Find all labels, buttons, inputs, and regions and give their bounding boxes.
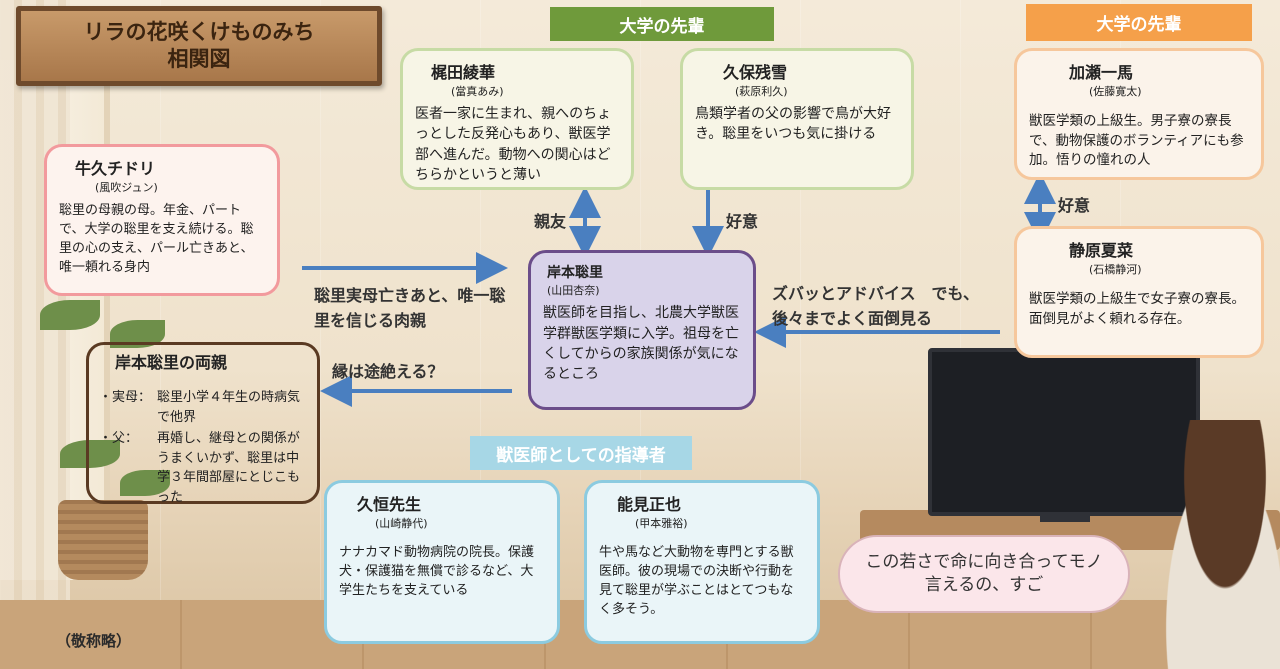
card-ushiku: 牛久チドリ (風吹ジュン) 聡里の母親の母。年金、パートで、大学の聡里を支え続け… [44, 144, 280, 296]
title-line2: 相関図 [167, 47, 231, 71]
card-parents: 岸本聡里の両親 ・実母： 聡里小学４年生の時病気で他界 ・父： 再婚し、継母との… [86, 342, 320, 507]
plant-leaf [60, 440, 120, 468]
card-desc: 獣医学類の上級生で女子寮の寮長。面倒見がよく頼れる存在。 [1029, 291, 1245, 327]
label-shizuhara-rel: ズバッとアドバイス でも、後々までよく面倒見る [772, 284, 980, 328]
parents-mother-row: ・実母： 聡里小学４年生の時病気で他界 [99, 388, 307, 427]
plant-pot [58, 500, 148, 580]
card-name: 加瀬一馬 [1069, 63, 1134, 82]
label-koui-kubo: 好意 [726, 212, 759, 231]
card-nomi: 能見正也 (甲本雅裕) 牛や馬など大動物を専門とする獣医師。彼の現場での決断や行… [584, 480, 820, 644]
card-actor: (山崎静代) [375, 517, 428, 531]
label-shinyu: 親友 [534, 212, 567, 231]
card-actor: (萩原利久) [735, 85, 788, 99]
card-actor: (當真あみ) [451, 85, 504, 99]
parents-father-desc: 再婚し、継母との関係がうまくいかず、聡里は中学３年間部屋にとじこもった [157, 431, 301, 505]
tv-base [1040, 514, 1090, 522]
card-kajita: 梶田綾華 (當真あみ) 医者一家に生まれ、親へのちょっとした反発心もあり、獣医学… [400, 48, 634, 190]
card-desc: 聡里の母親の母。年金、パートで、大学の聡里を支え続ける。聡里の心の支え、パール亡… [59, 203, 254, 275]
tag-mentor: 獣医師としての指導者 [470, 436, 692, 470]
card-actor: (甲本雅裕) [635, 517, 688, 531]
plant-leaf [120, 470, 170, 496]
card-shizuhara: 静原夏菜 (石橋静河) 獣医学類の上級生で女子寮の寮長。面倒見がよく頼れる存在。 [1014, 226, 1264, 358]
card-name: 久保残雪 [723, 63, 788, 82]
card-desc: 獣医学類の上級生。男子寮の寮長で、動物保護のボランティアにも参加。悟りの憧れの人 [1029, 113, 1244, 169]
label-parents-rel: 縁は途絶える？ [332, 362, 444, 381]
card-center: 岸本聡里 (山田杏奈) 獣医師を目指し、北農大学獣医学群獣医学類に入学。祖母を亡… [528, 250, 756, 410]
label-koui-kase: 好意 [1058, 196, 1091, 215]
card-name: 岸本聡里の両親 [115, 353, 228, 372]
card-desc: 牛や馬など大動物を専門とする獣医師。彼の現場での決断や行動を見て聡里が学ぶことは… [599, 545, 795, 617]
card-actor: (風吹ジュン) [95, 181, 158, 195]
card-kase: 加瀬一馬 (佐藤寛太) 獣医学類の上級生。男子寮の寮長で、動物保護のボランティア… [1014, 48, 1264, 180]
card-name: 岸本聡里 [547, 265, 603, 281]
card-desc: 鳥類学者の父の影響で鳥が大好き。聡里をいつも気に掛ける [695, 106, 891, 143]
tag-senpai-left: 大学の先輩 [550, 7, 774, 41]
card-name: 梶田綾華 [431, 63, 496, 82]
speech-bubble: この若さで命に向き合ってモノ言えるの、すご [838, 535, 1130, 613]
card-name: 静原夏菜 [1069, 241, 1134, 260]
card-kubo: 久保残雪 (萩原利久) 鳥類学者の父の影響で鳥が大好き。聡里をいつも気に掛ける [680, 48, 914, 190]
honorific-note: （敬称略） [56, 632, 132, 650]
title-line1: リラの花咲くけものみち [83, 19, 315, 44]
card-name: 久恒先生 [357, 495, 422, 514]
card-desc: ナナカマド動物病院の院長。保護犬・保護猫を無償で診るなど、大学生たちを支えている [339, 545, 535, 598]
card-name: 牛久チドリ [75, 159, 156, 178]
card-kugen: 久恒先生 (山崎静代) ナナカマド動物病院の院長。保護犬・保護猫を無償で診るなど… [324, 480, 560, 644]
parents-mother-label: ・実母： [99, 390, 152, 406]
person-illustration [1150, 420, 1280, 669]
card-actor: (石橋静河) [1089, 263, 1142, 277]
plant-leaf [40, 300, 100, 330]
card-name: 能見正也 [617, 495, 682, 514]
card-actor: (山田杏奈) [547, 284, 600, 298]
tag-senpai-right: 大学の先輩 [1026, 4, 1252, 41]
label-ushiku-rel: 聡里実母亡きあと、唯一聡里を信じる肉親 [314, 286, 506, 330]
parents-mother-desc: 聡里小学４年生の時病気で他界 [157, 390, 301, 425]
card-desc: 獣医師を目指し、北農大学獣医学群獣医学類に入学。祖母を亡くしてからの家族関係が気… [543, 305, 739, 383]
parents-father-row: ・父： 再婚し、継母との関係がうまくいかず、聡里は中学３年間部屋にとじこもった [99, 429, 307, 507]
title-plate: リラの花咲くけものみち 相関図 [16, 6, 382, 86]
card-desc: 医者一家に生まれ、親へのちょっとした反発心もあり、獣医学部へ進んだ。動物への関心… [415, 106, 612, 184]
card-actor: (佐藤寛太) [1089, 85, 1142, 99]
parents-father-label: ・父： [99, 431, 139, 447]
